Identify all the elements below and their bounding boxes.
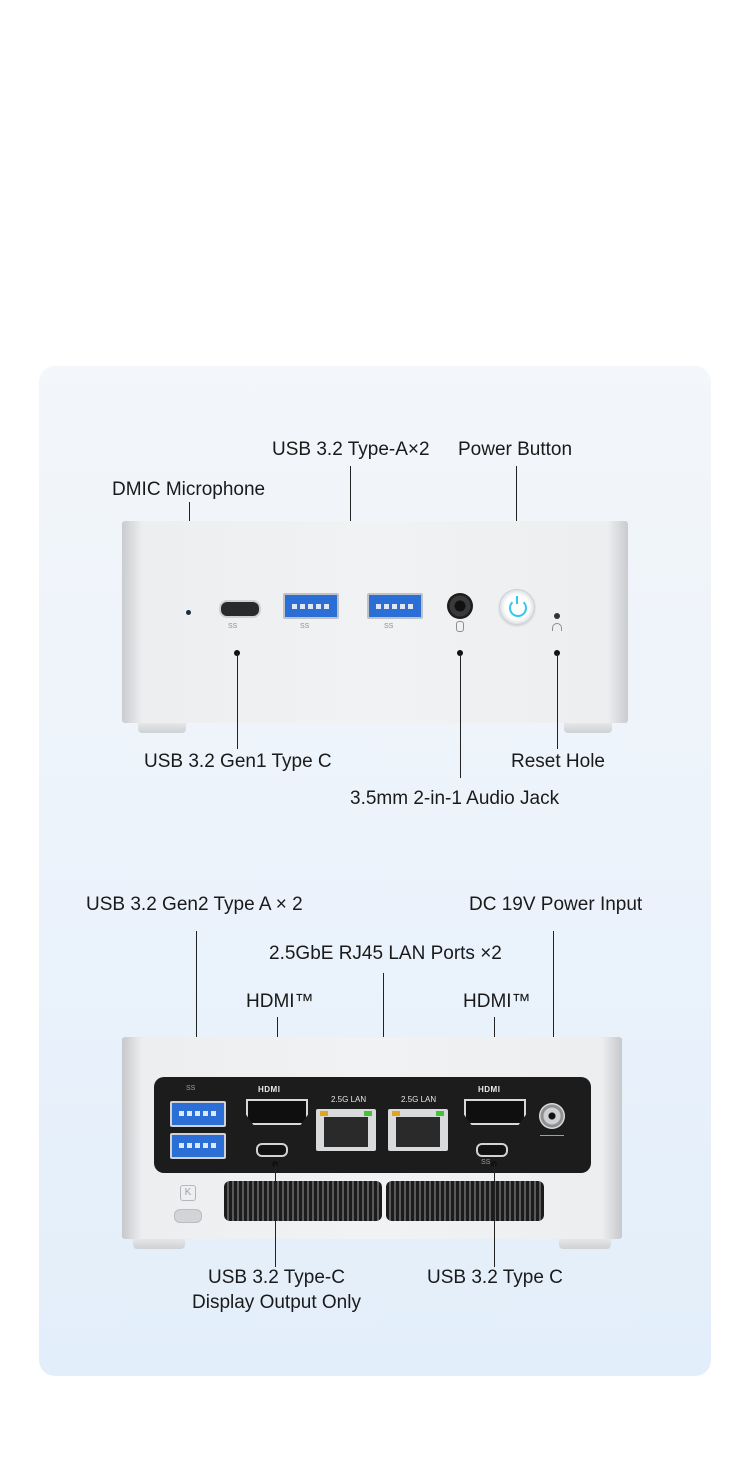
front-label-usb-c: USB 3.2 Gen1 Type C: [144, 751, 332, 772]
front-label-reset: Reset Hole: [511, 751, 605, 772]
rear-usb-a-port-1: [170, 1101, 226, 1127]
front-usb-a-1-ss-mark: SS: [300, 623, 310, 630]
rear-usb-c-port: [476, 1143, 508, 1157]
leader-rear-usbc: [494, 1164, 496, 1267]
front-foot-left: [138, 723, 186, 733]
rear-foot-left: [133, 1239, 185, 1249]
rear-label-usbc-display-line2: Display Output Only: [192, 1292, 361, 1313]
rear-label-hdmi-left: HDMI™: [246, 991, 314, 1012]
rear-label-lan: 2.5GbE RJ45 LAN Ports ×2: [269, 943, 502, 964]
rear-vent-right: [386, 1181, 544, 1221]
hdmi-left-logo: HDMI: [258, 1085, 281, 1094]
front-label-usb-a: USB 3.2 Type-A×2: [272, 439, 430, 460]
rear-vent-left: [224, 1181, 382, 1221]
front-usb-c-port: [219, 600, 261, 618]
lan-port-right-socket: [396, 1117, 440, 1147]
front-usb-c-ss-mark: SS: [228, 623, 238, 630]
rear-label-hdmi-right: HDMI™: [463, 991, 531, 1012]
lan-right-led-green: [436, 1111, 444, 1116]
rear-label-usbc: USB 3.2 Type C: [427, 1267, 563, 1288]
microphone-hole: [186, 610, 191, 615]
dc-power-input: [539, 1103, 565, 1129]
kensington-lock-icon: K: [180, 1185, 196, 1201]
leader-lan-stem: [383, 973, 385, 1053]
lan-port-left-socket: [324, 1117, 368, 1147]
leader-usb-a-stem: [350, 466, 352, 566]
leader-dc: [553, 931, 555, 1069]
rear-usb-a-port-2: [170, 1133, 226, 1159]
hdmi-right-port: [464, 1099, 526, 1125]
lan-left-led-amber: [320, 1111, 328, 1116]
leader-audio: [460, 653, 462, 778]
lan-port-right: [388, 1109, 448, 1151]
audio-jack: [447, 593, 473, 619]
power-button[interactable]: [499, 589, 535, 625]
front-label-power: Power Button: [458, 439, 573, 460]
leader-reset: [557, 653, 559, 749]
hdmi-left-port: [246, 1099, 308, 1125]
kensington-lock-slot: [174, 1209, 202, 1223]
dc-polarity-icon: [540, 1135, 564, 1141]
power-icon: [509, 596, 527, 617]
reset-headphone-icon: [552, 623, 562, 631]
rear-label-usbc-display-line1: USB 3.2 Type-C: [208, 1267, 345, 1288]
hdmi-right-logo: HDMI: [478, 1085, 501, 1094]
rear-label-dc: DC 19V Power Input: [469, 894, 643, 915]
front-label-audio: 3.5mm 2-in-1 Audio Jack: [350, 788, 560, 809]
reset-hole: [554, 613, 560, 619]
lan-port-left: [316, 1109, 376, 1151]
front-label-dmic: DMIC Microphone: [112, 479, 266, 500]
leader-usb-c: [237, 653, 239, 749]
front-usb-a-2-ss-mark: SS: [384, 623, 394, 630]
lan-left-led-green: [364, 1111, 372, 1116]
leader-usbc-display: [275, 1164, 277, 1267]
front-foot-right: [564, 723, 612, 733]
rear-io-panel: SS HDMI 2.5G LAN 2.5G LAN HDMI SS: [154, 1077, 591, 1173]
front-usb-a-port-1: [283, 593, 339, 619]
rear-usb-a-ss-mark: SS: [186, 1085, 196, 1092]
front-usb-a-port-2: [367, 593, 423, 619]
rear-foot-right: [559, 1239, 611, 1249]
leader-rear-usb-a: [196, 931, 198, 1069]
lan-right-mark: 2.5G LAN: [401, 1095, 437, 1104]
audio-mic-icon: [456, 621, 464, 632]
rear-usb-c-ss-mark: SS: [481, 1159, 491, 1166]
rear-device: SS HDMI 2.5G LAN 2.5G LAN HDMI SS K: [122, 1037, 622, 1239]
rear-label-usb-a: USB 3.2 Gen2 Type A × 2: [86, 894, 303, 915]
front-device: SS SS SS: [122, 521, 628, 723]
lan-right-led-amber: [392, 1111, 400, 1116]
lan-left-mark: 2.5G LAN: [331, 1095, 367, 1104]
rear-usb-c-display-port: [256, 1143, 288, 1157]
